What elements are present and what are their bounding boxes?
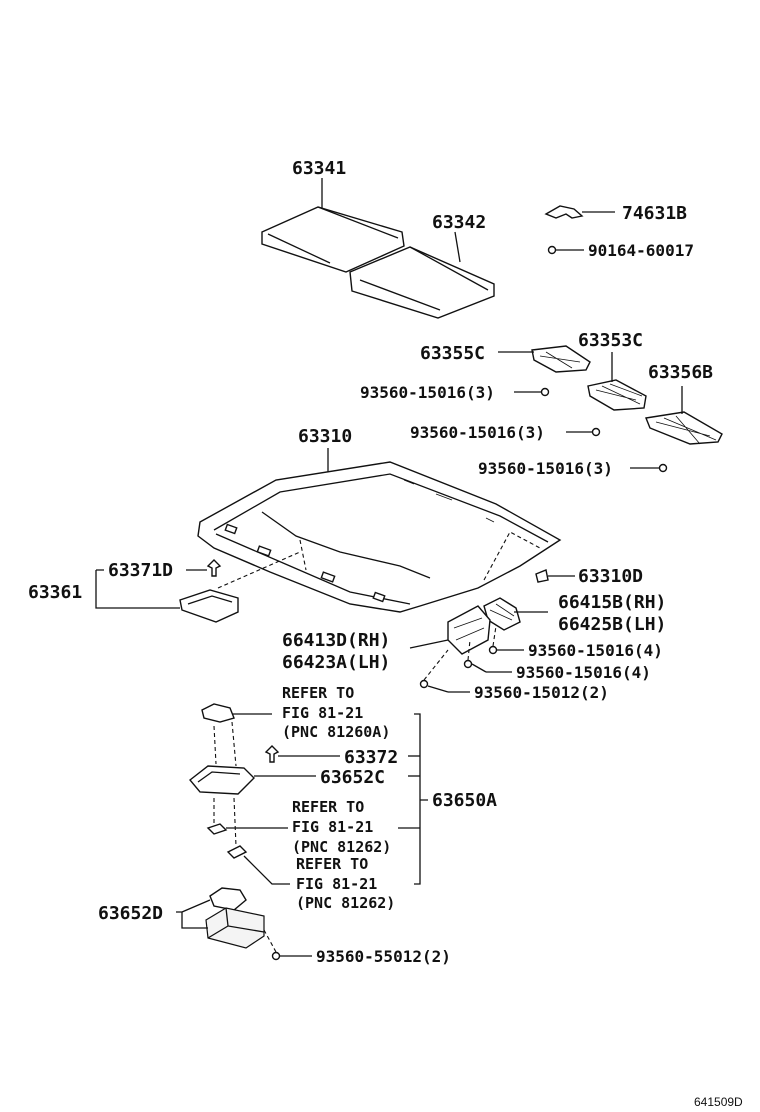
label-63342: 63342 (432, 212, 486, 233)
label-screw-1: 93560-15016(3) (360, 383, 495, 402)
label-63341: 63341 (292, 158, 346, 179)
bracket-63355C (531, 345, 591, 373)
ref-81260A-line3: (PNC 81260A) (282, 723, 390, 741)
clip-74631B (544, 205, 584, 219)
bracket-63353C (587, 379, 647, 411)
ref-81262-b-line2: FIG 81-21 (296, 875, 377, 893)
ref-81262-b-line1: REFER TO (296, 855, 368, 873)
lamp-bulb-81262 (206, 823, 228, 835)
screw-icon (463, 659, 473, 669)
label-74631B: 74631B (622, 203, 687, 224)
ref-81262-a-line1: REFER TO (292, 798, 364, 816)
screw-icon (419, 679, 429, 689)
lamp-63652D (205, 887, 265, 949)
label-63371D: 63371D (108, 560, 173, 581)
label-66415B: 66415B(RH) (558, 592, 666, 613)
clip-63310D (535, 569, 549, 583)
screw-icon (488, 645, 498, 655)
label-screw-3: 93560-15016(3) (478, 459, 613, 478)
ref-81260A-line2: FIG 81-21 (282, 704, 363, 722)
figure-code: 641509D (694, 1095, 743, 1109)
lamp-lens-81260A (201, 703, 235, 723)
label-63353C: 63353C (578, 330, 643, 351)
ref-81262-b-line3: (PNC 81262) (296, 894, 395, 912)
clip-63371D (206, 559, 222, 577)
label-63652D: 63652D (98, 903, 163, 924)
label-63650A: 63650A (432, 790, 497, 811)
clip-63372 (264, 745, 280, 763)
label-screw-6: 93560-15012(2) (474, 683, 609, 702)
label-63310: 63310 (298, 426, 352, 447)
label-63652C: 63652C (320, 767, 385, 788)
sunshade-63342 (349, 246, 495, 319)
label-63355C: 63355C (420, 343, 485, 364)
label-63310D: 63310D (578, 566, 643, 587)
ref-81260A-line1: REFER TO (282, 684, 354, 702)
screw-icon (271, 951, 281, 961)
label-63372: 63372 (344, 747, 398, 768)
label-66425B: 66425B(LH) (558, 614, 666, 635)
label-screw-5: 93560-15016(4) (516, 663, 651, 682)
label-screw-2: 93560-15016(3) (410, 423, 545, 442)
lamp-63361 (179, 589, 239, 623)
label-66423A: 66423A(LH) (282, 652, 390, 673)
screw-90164 (547, 245, 557, 255)
lamp-bulb-81262 (226, 845, 248, 859)
label-90164-60017: 90164-60017 (588, 241, 694, 260)
label-screw-7: 93560-55012(2) (316, 947, 451, 966)
screw-icon (540, 387, 550, 397)
ref-81262-a-line2: FIG 81-21 (292, 818, 373, 836)
label-63356B: 63356B (648, 362, 713, 383)
holder-66413D (447, 605, 491, 655)
screw-icon (591, 427, 601, 437)
ref-81262-a-line3: (PNC 81262) (292, 838, 391, 856)
screw-icon (658, 463, 668, 473)
label-63361: 63361 (28, 582, 82, 603)
headliner-63310 (197, 461, 562, 613)
label-screw-4: 93560-15016(4) (528, 641, 663, 660)
bracket-63356B (645, 411, 723, 445)
label-66413D: 66413D(RH) (282, 630, 390, 651)
lamp-63652C (188, 765, 255, 795)
sunshade-63341 (261, 206, 405, 273)
